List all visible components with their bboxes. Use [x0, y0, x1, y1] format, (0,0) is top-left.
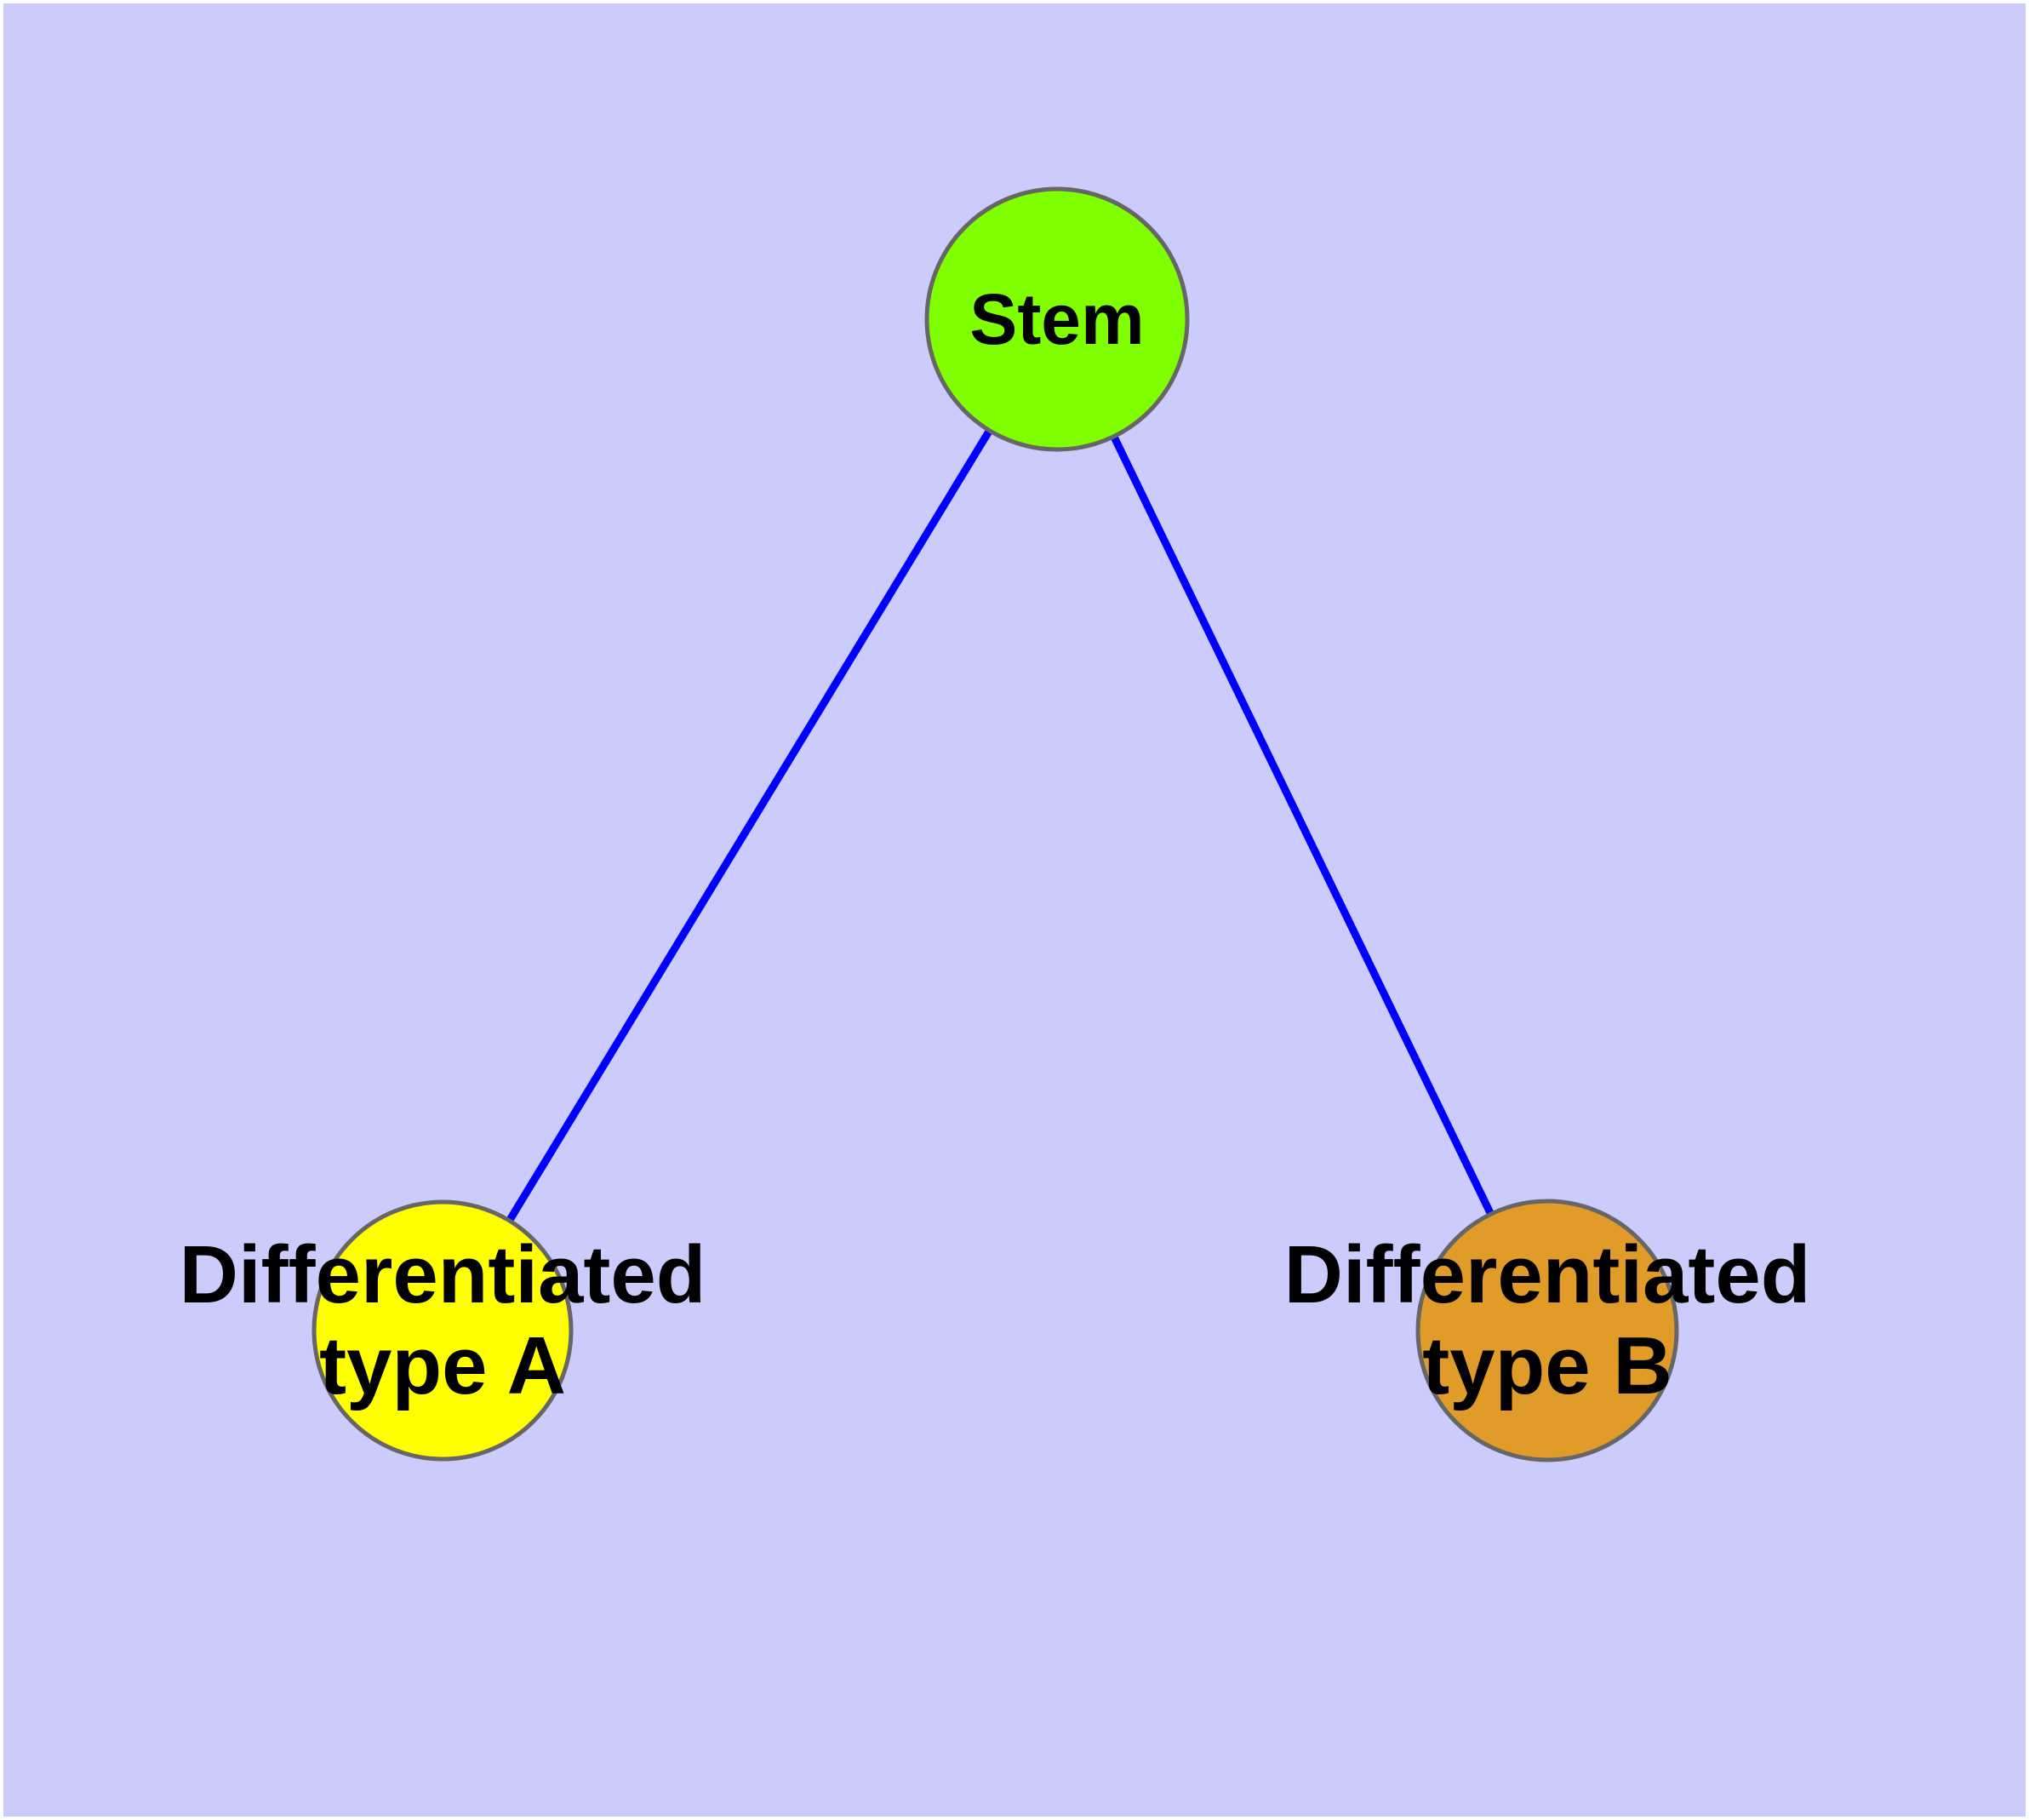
node-stem[interactable]: [924, 186, 1190, 452]
edge-layer: [505, 426, 1495, 1225]
node-differentiated-type-a[interactable]: [311, 1199, 574, 1462]
node-layer: [311, 186, 1679, 1462]
edge-stem-to-differentiated-type-b[interactable]: [1109, 432, 1495, 1217]
node-differentiated-type-b[interactable]: [1415, 1199, 1679, 1462]
edge-stem-to-differentiated-type-a[interactable]: [505, 426, 994, 1225]
